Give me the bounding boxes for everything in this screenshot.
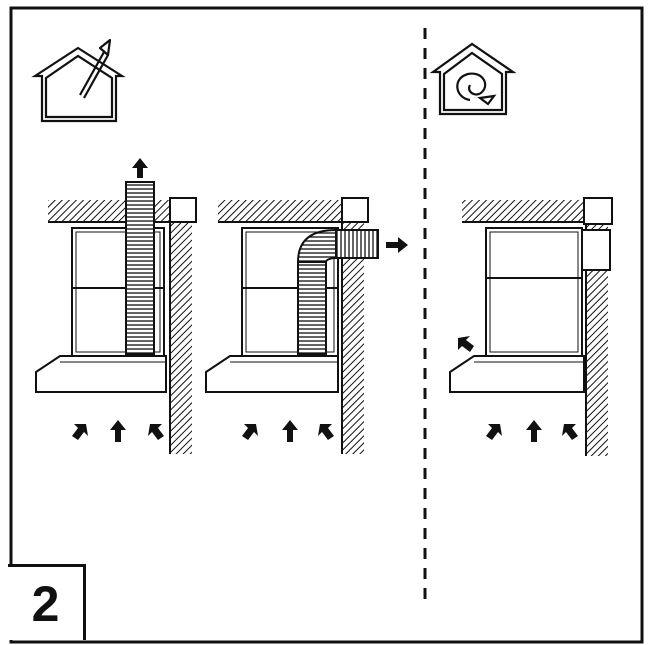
panel-ducted-side bbox=[205, 197, 408, 454]
duct-vertical bbox=[125, 181, 155, 355]
exhaust-arrow-icon bbox=[386, 237, 408, 253]
house-recirculation-icon bbox=[429, 42, 517, 116]
house-exhaust-icon bbox=[31, 38, 126, 123]
step-number-label: 2 bbox=[8, 564, 86, 640]
intake-arrows bbox=[72, 420, 164, 442]
recirculation-arrow-icon bbox=[458, 336, 474, 352]
panel-ducted-vertical bbox=[35, 158, 197, 454]
intake-arrows bbox=[486, 420, 578, 442]
figure-frame bbox=[9, 6, 644, 644]
duct-horizontal bbox=[335, 229, 379, 259]
intake-arrows bbox=[242, 420, 334, 442]
exhaust-arrow-icon bbox=[132, 158, 148, 178]
panel-recirculation bbox=[449, 197, 613, 456]
